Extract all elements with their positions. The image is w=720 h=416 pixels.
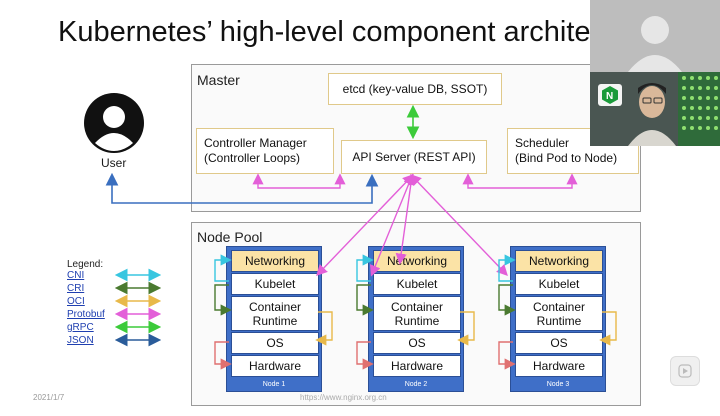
- legend-oci[interactable]: OCI: [67, 296, 85, 307]
- legend-cri[interactable]: CRI: [67, 283, 85, 294]
- user-label: User: [101, 156, 127, 170]
- scheduler-title: Scheduler: [515, 136, 570, 150]
- hardware-layer: Hardware: [231, 355, 319, 377]
- api-kubelet-2-arrow: [369, 173, 415, 277]
- legend-json[interactable]: JSON: [67, 335, 94, 346]
- legend-title: Legend:: [67, 259, 104, 270]
- api-server-box: API Server (REST API): [341, 140, 487, 174]
- container-runtime-line2: Runtime: [394, 313, 440, 328]
- container-runtime-line1: Container: [390, 299, 444, 314]
- node-3-label: Node 3: [546, 381, 570, 388]
- etcd-label: etcd (key-value DB, SSOT): [342, 81, 488, 96]
- play-icon: [678, 364, 692, 378]
- node2-cni-loop: [356, 254, 374, 282]
- master-label: Master: [197, 72, 240, 88]
- controller-api-arrow: [252, 173, 346, 189]
- kubelet-layer: Kubelet: [231, 273, 319, 295]
- controller-manager-subtitle: (Controller Loops): [204, 151, 301, 165]
- node3-oci-loop: [599, 311, 617, 346]
- networking-layer: Networking: [515, 250, 603, 272]
- api-kubelet-2b-arrow: [395, 175, 413, 265]
- node-pool-label: Node Pool: [197, 229, 263, 245]
- play-button[interactable]: [670, 356, 700, 386]
- networking-layer: Networking: [231, 250, 319, 272]
- node3-cri-loop: [498, 284, 516, 316]
- legend-cni[interactable]: CNI: [67, 270, 85, 281]
- scheduler-subtitle: (Bind Pod to Node): [515, 151, 618, 165]
- svg-text:N: N: [606, 91, 613, 102]
- kubelet-layer: Kubelet: [515, 273, 603, 295]
- node1-cni-loop: [214, 254, 232, 282]
- scheduler-api-arrow: [462, 173, 578, 189]
- user-avatar-icon: [84, 93, 144, 153]
- footer-date: 2021/1/7: [33, 393, 65, 402]
- etcd-box: etcd (key-value DB, SSOT): [328, 73, 502, 105]
- slide-title: Kubernetes’ high-level component archite…: [58, 16, 606, 48]
- legend-protobuf[interactable]: Protobuf: [67, 309, 105, 320]
- hardware-layer: Hardware: [515, 355, 603, 377]
- legend-grpc[interactable]: gRPC: [67, 322, 94, 333]
- node-1-label: Node 1: [262, 381, 286, 388]
- webcam-overlay[interactable]: N: [590, 0, 720, 146]
- api-server-label: API Server (REST API): [352, 149, 476, 164]
- node3-hw-loop: [498, 341, 516, 370]
- node2-cri-loop: [356, 284, 374, 316]
- node2-oci-loop: [457, 311, 475, 346]
- footer-url: https://www.nginx.org.cn: [300, 393, 387, 402]
- node1-oci-loop: [315, 311, 333, 346]
- controller-manager-title: Controller Manager: [204, 136, 307, 150]
- container-runtime-line1: Container: [248, 299, 302, 314]
- webcam-placeholder-avatar-icon: [590, 0, 720, 72]
- user-api-arrow: [105, 172, 379, 204]
- container-runtime-line2: Runtime: [536, 313, 582, 328]
- controller-manager-box: Controller Manager (Controller Loops): [196, 128, 334, 174]
- webcam-video: N: [590, 72, 720, 146]
- container-runtime-line1: Container: [532, 299, 586, 314]
- node1-hw-loop: [214, 341, 232, 370]
- node1-cri-loop: [214, 284, 232, 316]
- node-2-label: Node 2: [404, 381, 428, 388]
- api-kubelet-3-arrow: [410, 173, 508, 277]
- node2-hw-loop: [356, 341, 374, 370]
- container-runtime-line2: Runtime: [252, 313, 298, 328]
- node3-cni-loop: [498, 254, 516, 282]
- os-layer: OS: [373, 332, 461, 354]
